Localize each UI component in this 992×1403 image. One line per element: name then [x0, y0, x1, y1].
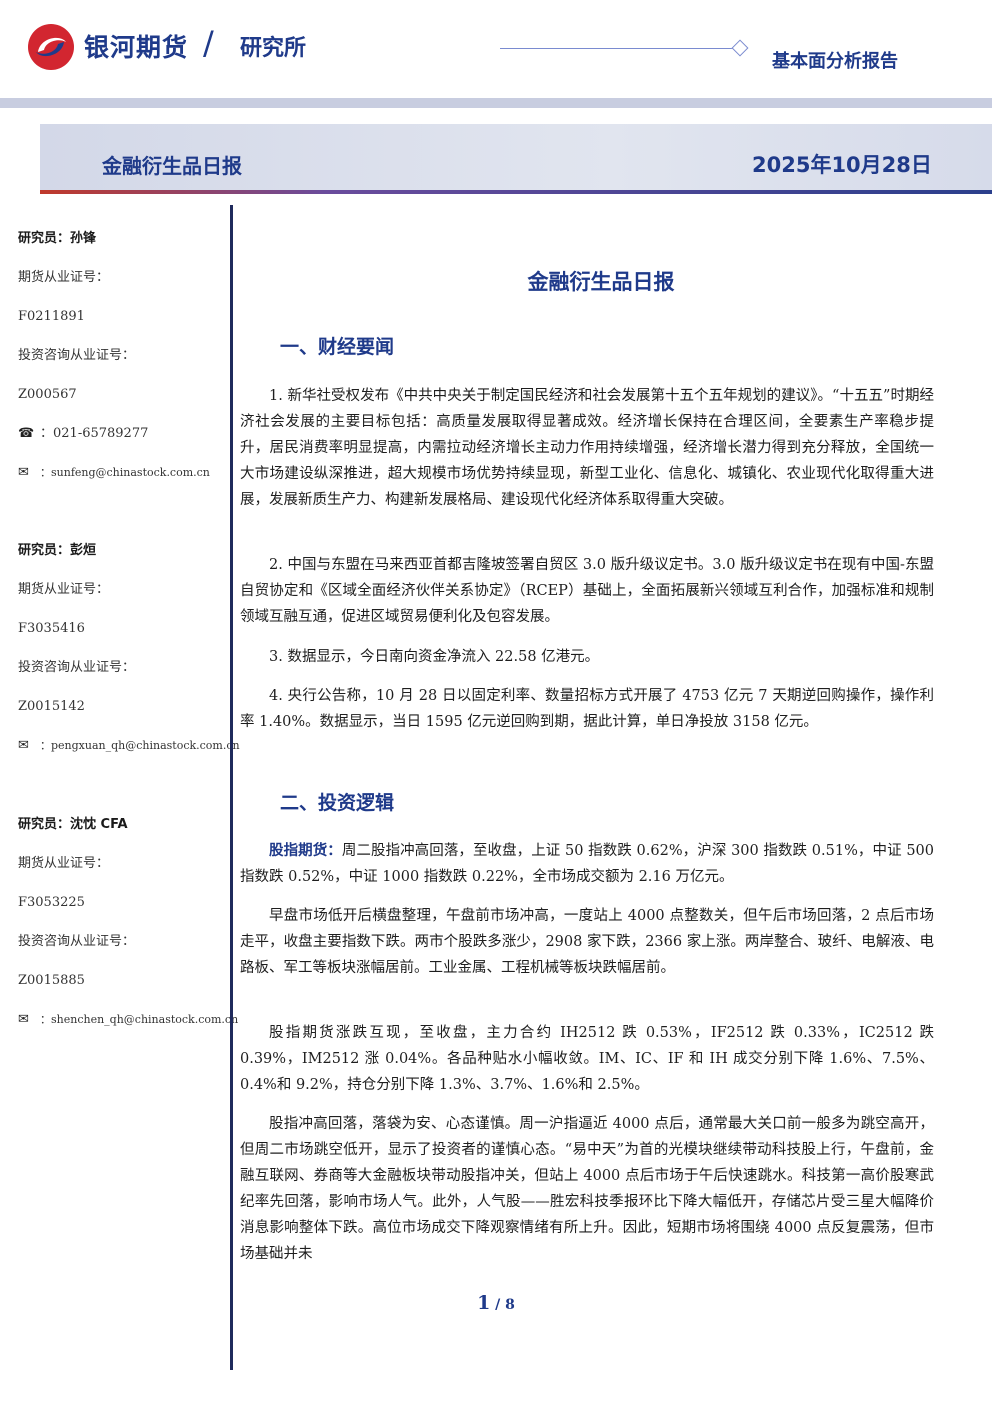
galaxy-logo-icon	[28, 24, 74, 70]
phone-row: ☎ ：021-65789277	[18, 423, 228, 462]
logic-paragraph-1: 早盘市场低开后横盘整理，午盘前市场冲高，一度站上 4000 点整数关，但午后市场…	[240, 908, 934, 976]
advisory-license-number: Z0015885	[18, 973, 85, 988]
analyst-name: 研究员：沈忱 CFA	[18, 817, 128, 832]
news-item-2: 2. 中国与东盟在马来西亚首都吉隆坡签署自贸区 3.0 版升级议定书。3.0 版…	[240, 557, 934, 625]
futures-license-label: 期货从业证号：	[18, 582, 110, 597]
analyst-card-3: 研究员：沈忱 CFA 期货从业证号： F3053225 投资咨询从业证号： Z0…	[18, 814, 238, 1048]
report-title: 金融衍生品日报	[527, 270, 675, 294]
email-icon: ✉	[18, 465, 29, 480]
news-item-3: 3. 数据显示，今日南向资金净流入 22.58 亿港元。	[269, 649, 600, 665]
analyst-name: 研究员：彭烜	[18, 543, 97, 558]
institute-name: 研究所	[240, 36, 307, 61]
logic-paragraph-3: 股指冲高回落，落袋为安、心态谨慎。周一沪指逼近 4000 点后，通常最大关口前一…	[240, 1116, 934, 1262]
header-slash: /	[203, 24, 214, 62]
sidebar-divider	[230, 205, 233, 1370]
advisory-license-label: 投资咨询从业证号：	[18, 660, 136, 675]
email-row: ✉ ：pengxuan_qh@chinastock.com.cn	[18, 735, 240, 774]
futures-license-label: 期货从业证号：	[18, 856, 110, 871]
advisory-license-label: 投资咨询从业证号：	[18, 348, 136, 363]
banner-date: 2025年10月28日	[752, 153, 932, 177]
lead-text: 周二股指冲高回落，至收盘，上证 50 指数跌 0.62%，沪深 300 指数跌 …	[240, 843, 934, 885]
phone-icon: ☎	[18, 426, 35, 441]
analyst-name: 研究员：孙锋	[18, 231, 97, 246]
advisory-license-label: 投资咨询从业证号：	[18, 934, 136, 949]
page-header: 银河期货 / 研究所 基本面分析报告	[0, 0, 992, 108]
total-pages: / 8	[490, 1297, 515, 1313]
header-band	[0, 98, 992, 108]
email-icon: ✉	[18, 738, 29, 753]
advisory-license-number: Z000567	[18, 387, 77, 402]
futures-license-number: F3035416	[18, 621, 85, 636]
banner-underline	[40, 190, 992, 194]
analyst-card-1: 研究员：孙锋 期货从业证号： F0211891 投资咨询从业证号： Z00056…	[18, 228, 228, 501]
email-address[interactable]: ：sunfeng@chinastock.com.cn	[40, 466, 210, 479]
brand-name: 银河期货	[84, 33, 189, 62]
futures-license-label: 期货从业证号：	[18, 270, 110, 285]
title-banner	[40, 124, 992, 192]
email-address[interactable]: ：shenchen_qh@chinastock.com.cn	[40, 1013, 239, 1026]
logic-lead-paragraph: 股指期货：周二股指冲高回落，至收盘，上证 50 指数跌 0.62%，沪深 300…	[240, 838, 934, 890]
banner-title: 金融衍生品日报	[102, 154, 242, 178]
diamond-icon	[731, 39, 749, 57]
email-row: ✉ ：sunfeng@chinastock.com.cn	[18, 462, 228, 501]
page-number: 1 / 8	[0, 1292, 992, 1314]
futures-license-number: F0211891	[18, 309, 85, 324]
section-title-news: 一、财经要闻	[280, 336, 395, 358]
logic-paragraph-2: 股指期货涨跌互现，至收盘，主力合约 IH2512 跌 0.53%，IF2512 …	[240, 1025, 934, 1093]
news-item-4: 4. 央行公告称，10 月 28 日以固定利率、数量招标方式开展了 4753 亿…	[240, 688, 934, 730]
phone-number: ：021-65789277	[40, 426, 149, 441]
header-deco-line	[500, 48, 735, 49]
email-row: ✉ ：shenchen_qh@chinastock.com.cn	[18, 1009, 238, 1048]
section-title-logic: 二、投资逻辑	[280, 792, 395, 814]
lead-label: 股指期货：	[269, 842, 342, 859]
advisory-license-number: Z0015142	[18, 699, 85, 714]
news-item-1: 1. 新华社受权发布《中共中央关于制定国民经济和社会发展第十五个五年规划的建议》…	[240, 388, 934, 508]
email-icon: ✉	[18, 1012, 29, 1027]
email-address[interactable]: ：pengxuan_qh@chinastock.com.cn	[40, 739, 240, 752]
report-type: 基本面分析报告	[772, 51, 898, 72]
current-page: 1	[477, 1292, 491, 1314]
futures-license-number: F3053225	[18, 895, 85, 910]
analyst-card-2: 研究员：彭烜 期货从业证号： F3035416 投资咨询从业证号： Z00151…	[18, 540, 240, 774]
